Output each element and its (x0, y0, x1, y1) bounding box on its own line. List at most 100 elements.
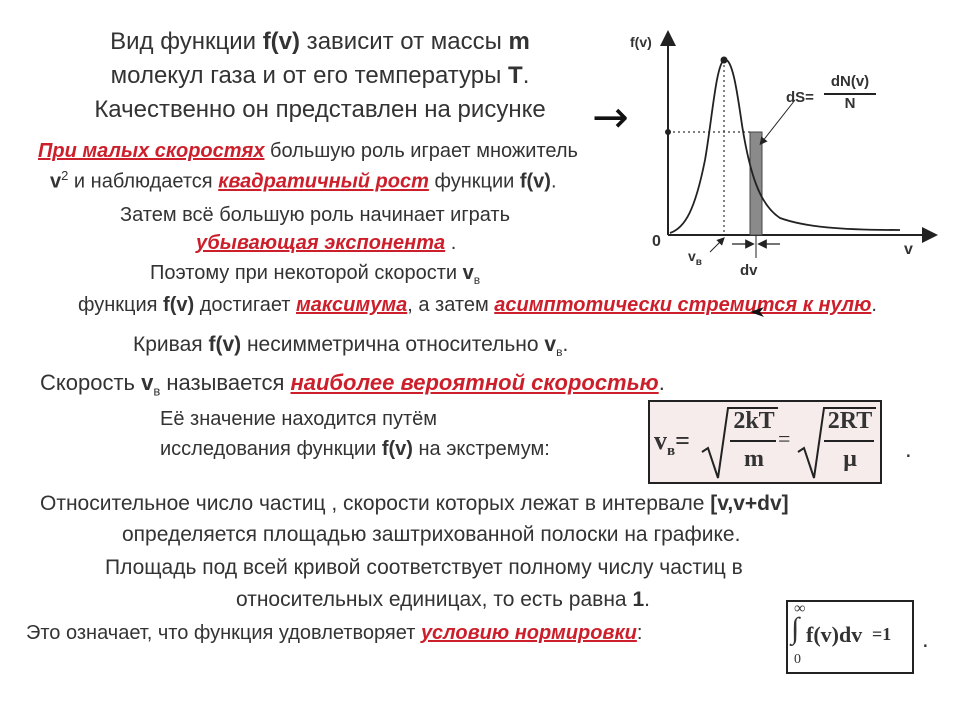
intro-line-2: молекул газа и от его температуры T. (60, 62, 580, 90)
subscript: в (695, 256, 702, 268)
paragraph-text: Поэтому при некоторой скорости (150, 262, 463, 284)
then-line-1: Затем всё большую роль начинает играть (120, 204, 511, 226)
highlight-asymptotic-zero: асимптотически стремится к нулю (494, 294, 872, 316)
graph-dS-numerator: dN(v) (830, 73, 870, 90)
graph-vb-label: vв (688, 248, 702, 268)
relative-line-4: относительных единицах, то есть равна 1. (236, 588, 650, 612)
relative-line-3: Площадь под всей кривой соответствует по… (105, 556, 743, 579)
integral-sign: ∫ (791, 612, 800, 645)
paragraph-text: несимметрична относительно (241, 333, 545, 356)
subscript: в (473, 273, 481, 287)
graph-x-label: v (904, 241, 913, 258)
formula-lhs: vв= (654, 426, 690, 460)
paragraph-text: Относительное число частиц , скорости ко… (40, 492, 711, 515)
arrow-right-icon: → (592, 92, 629, 143)
subscript: в (667, 443, 676, 460)
formula-normalization: ∞ ∫ 0 f(v)dv =1 (786, 600, 914, 674)
integral-lower-limit: 0 (794, 652, 801, 667)
integral-rhs: =1 (872, 624, 892, 644)
formula-most-probable-speed: vв= 2kT m = 2RT μ (648, 400, 882, 484)
asymmetry-line: Кривая f(v) несимметрична относительно v… (133, 333, 568, 359)
paragraph-text: . (644, 588, 650, 611)
exponent: 2 (61, 168, 69, 183)
paragraph-text: . (550, 170, 557, 193)
paragraph-text: функция (78, 294, 164, 316)
small-speeds-line-1: При малых скоростях большую роль играет … (38, 140, 578, 163)
paragraph-text: относительных единицах, то есть равна (236, 588, 633, 611)
v-symbol: v (50, 170, 62, 193)
relative-line-2: определяется площадью заштрихованной пол… (122, 523, 741, 546)
dS-pointer (759, 99, 796, 146)
intro-line-3: Качественно он представлен на рисунке (94, 96, 546, 123)
intro-text: Вид функции (110, 28, 263, 55)
subscript: в (153, 383, 161, 399)
relative-line-1: Относительное число частиц , скорости ко… (40, 492, 789, 516)
number-one: 1 (632, 588, 645, 611)
vb-pointer (709, 237, 725, 253)
intro-line-1: Вид функции f(v) зависит от массы m (60, 28, 580, 56)
integral-upper-limit: ∞ (794, 600, 806, 617)
paragraph-text: . (445, 232, 457, 254)
mass-symbol: m (508, 28, 530, 55)
v-symbol: v (654, 426, 667, 455)
therefore-line-1: Поэтому при некоторой скорости vв (150, 262, 480, 287)
guide-point (665, 129, 671, 135)
value-line-1: Её значение находится путём (160, 408, 438, 430)
intro-text: молекул газа и от его температуры (110, 62, 509, 89)
paragraph-text: функции (428, 170, 520, 193)
distribution-graph (660, 30, 938, 258)
small-speeds-line-2: v2 и наблюдается квадратичный рост функц… (50, 168, 557, 194)
v-symbol: v (544, 333, 557, 356)
v-symbol: v (462, 262, 474, 284)
equals-sign-2: = (778, 426, 791, 451)
sqrt-sign-2 (797, 407, 876, 479)
highlight-small-speeds: При малых скоростях (38, 140, 265, 162)
func-fv: f(v) (262, 28, 301, 55)
func-fv: f(v) (163, 294, 195, 316)
paragraph-text: . (871, 294, 877, 316)
pointer-arrow-icon (750, 307, 764, 317)
intro-text: . (522, 62, 530, 89)
fraction-1-numerator: 2kT (733, 408, 775, 434)
v-symbol: v (688, 248, 696, 264)
sqrt-sign-1 (701, 407, 778, 479)
distribution-curve (669, 59, 901, 234)
paragraph-text: . (562, 333, 569, 356)
graph-dv-label: dv (740, 262, 758, 279)
paragraph-text: достигает (194, 294, 296, 316)
graph-dS-fraction-bar (824, 93, 876, 95)
highlight-quadratic-growth: квадратичный рост (218, 170, 429, 193)
func-fv: f(v) (208, 333, 242, 356)
paragraph-text: большую роль играет множитель (264, 140, 578, 162)
therefore-line-2: функция f(v) достигает максимума, а зате… (78, 294, 877, 317)
paragraph-text: Скорость (40, 370, 142, 395)
equals-sign: = (675, 426, 690, 455)
v-symbol: v (141, 370, 154, 395)
paragraph-text: называется (160, 370, 291, 395)
temperature-symbol: T (508, 62, 523, 89)
highlight-normalization: условию нормировки (420, 622, 637, 644)
graph-origin-label: 0 (652, 233, 661, 250)
paragraph-text: Это означает, что функция удовлетворяет (26, 622, 421, 644)
func-fv: f(v) (519, 170, 551, 193)
paragraph-text: , а затем (407, 294, 495, 316)
paragraph-text: Кривая (133, 333, 209, 356)
highlight-decreasing-exponent: убывающая экспонента (196, 232, 446, 254)
graph-dS-label: dS= (786, 89, 814, 106)
then-line-2: убывающая экспонента . (196, 232, 456, 255)
highlight-most-probable-speed: наиболее вероятной скоростью (290, 370, 659, 395)
paragraph-text: исследования функции (160, 438, 382, 460)
called-line: Скорость vв называется наиболее вероятно… (40, 370, 665, 398)
subscript: в (556, 345, 563, 360)
interval-notation: [v,v+dv] (710, 492, 789, 515)
value-line-2: исследования функции f(v) на экстремум: (160, 438, 550, 461)
maximum-point (720, 56, 728, 64)
func-fv: f(v) (381, 438, 413, 460)
paragraph-text: на экстремум: (412, 438, 550, 460)
fraction-2-numerator: 2RT (827, 408, 873, 434)
value-dot: . (905, 436, 912, 463)
highlight-maximum: максимума (296, 294, 408, 316)
paragraph-text: . (658, 370, 665, 395)
fraction-1-bar (730, 440, 776, 442)
fraction-2-bar (824, 440, 874, 442)
